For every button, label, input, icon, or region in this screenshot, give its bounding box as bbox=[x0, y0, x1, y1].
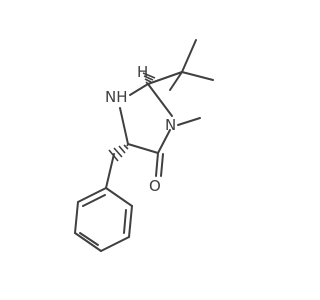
atom-n-methyl-label: N bbox=[165, 116, 176, 134]
bond-c5-n1 bbox=[119, 107, 129, 145]
bond-c2-cq bbox=[147, 71, 183, 85]
hashed-wedge-c5-ch2 bbox=[108, 143, 129, 162]
bond-c4-o-2 bbox=[160, 153, 164, 177]
bond-cq-me1 bbox=[181, 39, 197, 73]
bond-c4-o-1 bbox=[155, 152, 159, 177]
bond-n3-c4 bbox=[157, 129, 171, 154]
bond-cq-me3 bbox=[169, 71, 183, 91]
atom-h-label: H bbox=[137, 63, 148, 81]
bond-c4-c5 bbox=[127, 143, 159, 154]
bond-c2-n3 bbox=[147, 83, 173, 117]
bond-n3-methyl bbox=[177, 117, 201, 126]
molecule-structure: NH H N O bbox=[74, 39, 214, 252]
benzene-ring bbox=[74, 187, 133, 252]
atom-o-label: O bbox=[149, 177, 161, 195]
atom-nh-label: NH bbox=[105, 88, 128, 106]
bond-ch2-ipso bbox=[105, 153, 115, 189]
bond-cq-me2 bbox=[181, 71, 214, 81]
hashed-wedge-c2-h bbox=[142, 72, 156, 85]
bond-n1-c2 bbox=[129, 83, 149, 96]
